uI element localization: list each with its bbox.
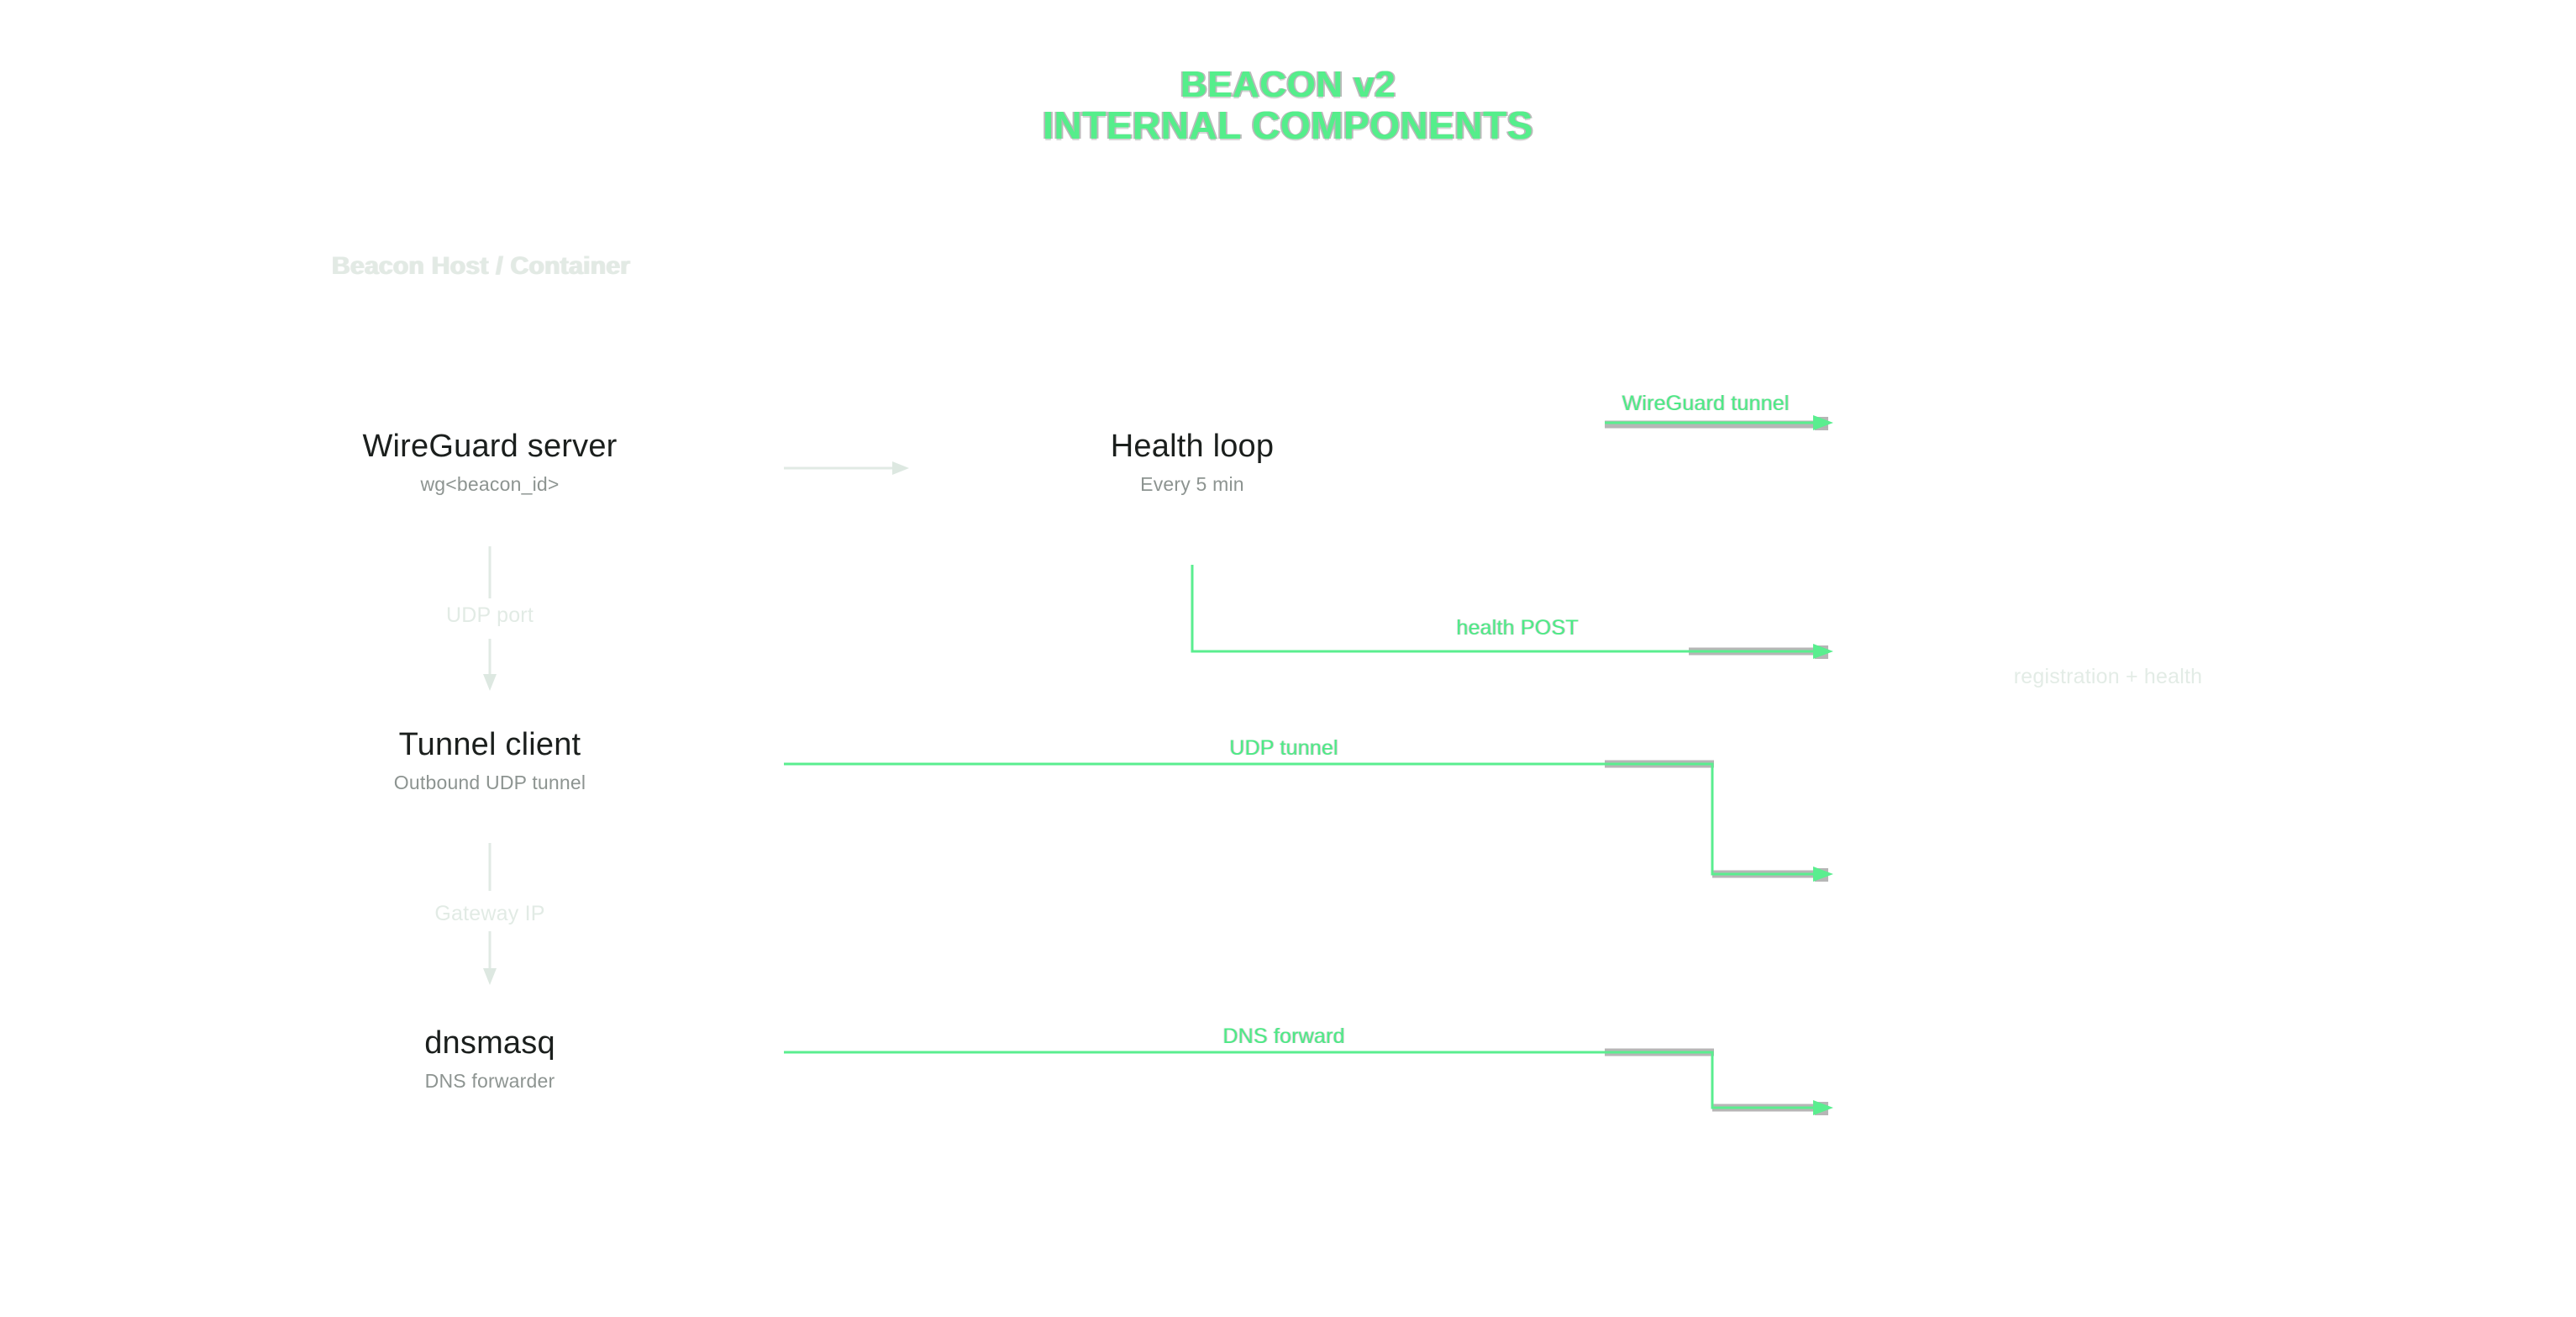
node-tunnel-client-subtitle: Outbound UDP tunnel [393,771,586,793]
node-health-loop-title: Health loop [1110,429,1275,464]
edge-label-udp-tunnel: UDP tunnel [1229,736,1338,760]
edge-label-gateway-ip: Gateway IP [434,902,545,925]
edge-label-udp-port: UDP port [446,603,534,627]
node-dnsmasq-title: dnsmasq [424,1025,555,1061]
node-health-loop[interactable]: Health loop Every 5 min [1111,429,1274,497]
title-line-2: INTERNAL COMPONENTS [1043,103,1533,147]
connector-health-post [1191,565,1833,659]
connector-udp-tunnel [784,760,1833,882]
edge-label-health-post: health POST [1456,616,1579,640]
connector-wireguard-tunnel [1605,415,1833,430]
diagram-title: BEACON v2 INTERNAL COMPONENTS [0,64,2576,147]
title-line-1: BEACON v2 [1180,64,1396,105]
node-dnsmasq-subtitle: DNS forwarder [424,1069,555,1092]
node-wireguard-server[interactable]: WireGuard server wg<beacon_id> [362,429,617,497]
node-health-loop-subtitle: Every 5 min [1140,472,1244,495]
node-tunnel-client-title: Tunnel client [398,727,581,762]
edge-label-registration-health: registration + health [2013,665,2203,688]
group-label-beacon-host: Beacon Host / Container [332,252,631,280]
connector-dns-forward [784,1048,1833,1115]
edge-label-dns-forward: DNS forward [1222,1025,1345,1048]
node-tunnel-client[interactable]: Tunnel client Outbound UDP tunnel [394,727,586,795]
node-dnsmasq[interactable]: dnsmasq DNS forwarder [424,1025,555,1093]
node-wireguard-server-title: WireGuard server [362,429,618,464]
connector-wg-to-health [784,461,909,475]
edge-label-wireguard-tunnel: WireGuard tunnel [1622,392,1790,415]
node-wireguard-server-subtitle: wg<beacon_id> [420,472,560,495]
